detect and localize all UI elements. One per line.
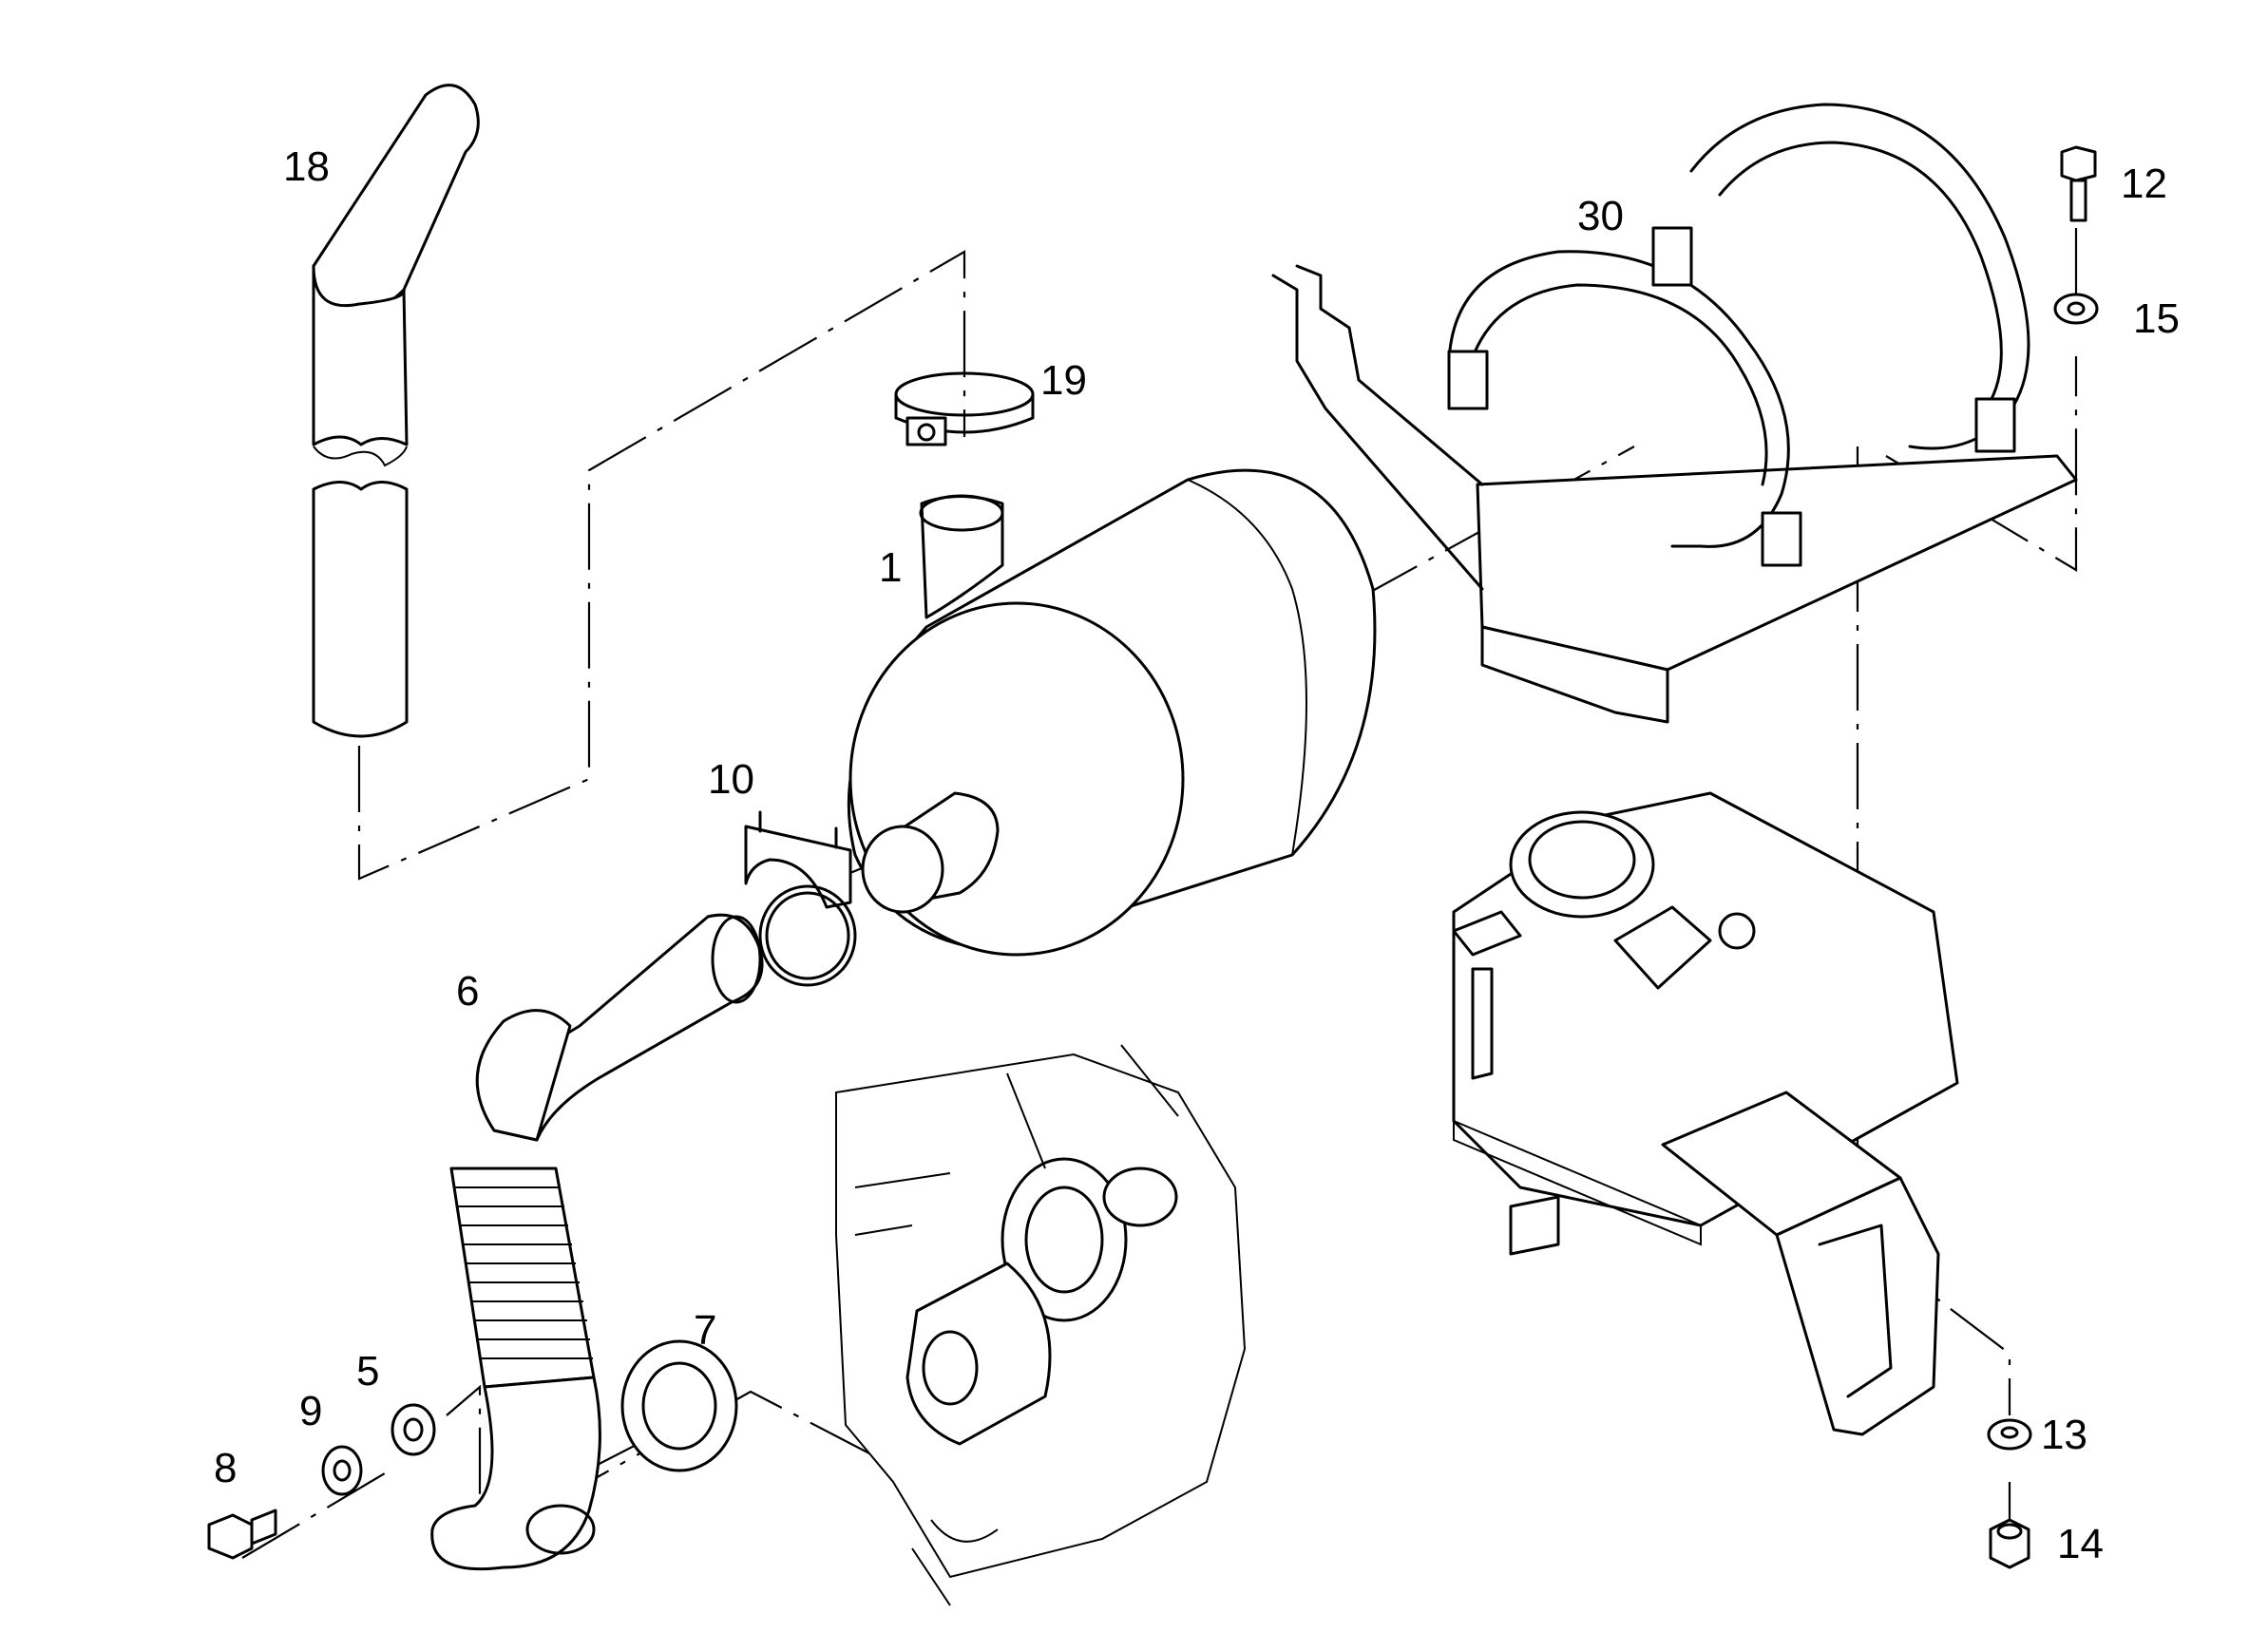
washer-15 bbox=[2053, 293, 2099, 325]
bolt-8 bbox=[207, 1509, 277, 1560]
callout-8: 8 bbox=[214, 1445, 237, 1491]
callout-labels: 1 5 6 7 8 9 10 12 13 14 15 18 19 30 bbox=[214, 143, 2180, 1567]
washer-5 bbox=[391, 1403, 436, 1456]
washer-13 bbox=[1987, 1418, 2032, 1451]
washer-9 bbox=[321, 1445, 363, 1496]
u-clamp-10 bbox=[744, 810, 857, 987]
muffler-1 bbox=[847, 468, 1377, 957]
callout-1: 1 bbox=[879, 544, 902, 591]
callout-10: 10 bbox=[708, 756, 754, 803]
band-clamp-19 bbox=[894, 371, 1035, 446]
callout-7: 7 bbox=[694, 1307, 716, 1354]
nut-14 bbox=[1989, 1518, 2030, 1569]
callout-18: 18 bbox=[283, 143, 330, 190]
callout-19: 19 bbox=[1040, 357, 1087, 404]
gasket-7 bbox=[620, 1339, 738, 1472]
muffler-bracket-30 bbox=[1271, 103, 2078, 724]
engine-turbocharger bbox=[835, 1044, 1247, 1606]
callout-5: 5 bbox=[356, 1348, 379, 1395]
callout-6: 6 bbox=[456, 968, 479, 1015]
callout-13: 13 bbox=[2041, 1412, 2087, 1458]
exhaust-pipe-6 bbox=[430, 913, 764, 1571]
callout-9: 9 bbox=[299, 1388, 322, 1434]
callout-14: 14 bbox=[2057, 1521, 2104, 1567]
callout-30: 30 bbox=[1577, 193, 1624, 239]
bolt-12 bbox=[2060, 145, 2097, 222]
tailpipe-18 bbox=[312, 84, 480, 738]
callout-12: 12 bbox=[2121, 161, 2167, 207]
tank-with-mount bbox=[1452, 791, 1959, 1436]
callout-15: 15 bbox=[2133, 295, 2180, 342]
